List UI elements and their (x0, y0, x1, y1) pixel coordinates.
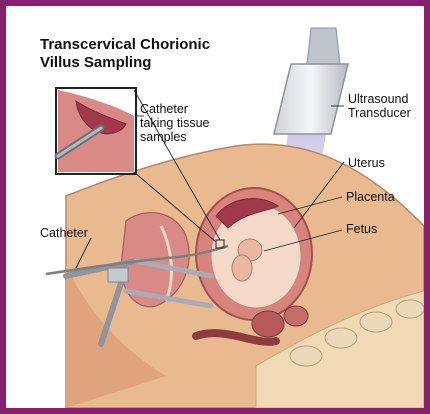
inset-label-line-3: samples (140, 130, 209, 144)
catheter-label: Catheter (40, 226, 88, 240)
fetus-label: Fetus (346, 222, 377, 236)
inset-magnified-view (56, 88, 136, 174)
uterus-label: Uterus (348, 156, 385, 170)
inset-label-line-2: taking tissue (140, 116, 209, 130)
inset-label: Catheter taking tissue samples (140, 102, 209, 144)
inset-label-line-1: Catheter (140, 102, 209, 116)
placenta-label: Placenta (346, 190, 395, 204)
transducer-label-line-1: Ultrasound (348, 92, 411, 106)
page-title: Transcervical Chorionic Villus Sampling (40, 36, 260, 72)
title-line-1: Transcervical Chorionic (40, 36, 260, 54)
title-line-2: Villus Sampling (40, 54, 260, 72)
transducer-label: Ultrasound Transducer (348, 92, 411, 120)
transducer-label-line-2: Transducer (348, 106, 411, 120)
ultrasound-transducer (274, 28, 348, 134)
figure-frame: Transcervical Chorionic Villus Sampling … (6, 6, 424, 408)
